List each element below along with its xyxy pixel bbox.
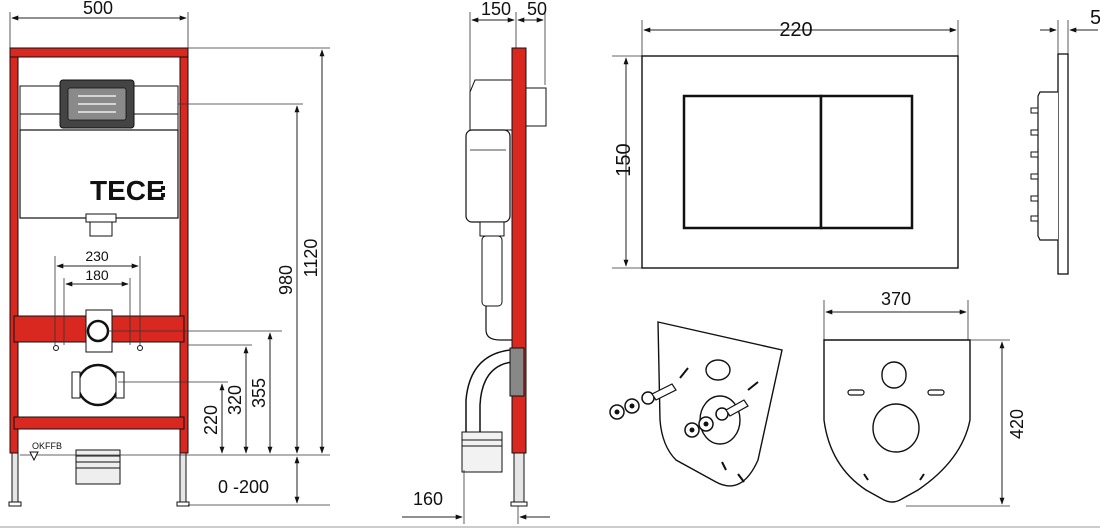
front-view: 500 TECE (8, 0, 330, 507)
drain-connection (53, 309, 143, 407)
dim-plate-220: 220 (779, 19, 812, 41)
dim-bolt-230: 230 (85, 248, 109, 264)
dim-width-500: 500 (83, 0, 113, 18)
frame-lower-bar (13, 416, 185, 430)
dim-adjust-0-200: 0 -200 (218, 477, 269, 497)
plate-button-right (819, 94, 914, 230)
dim-height-1120: 1120 (301, 239, 321, 278)
dim-plate-thickness-5: 5 (1090, 7, 1100, 29)
side-view: 150 50 160 (402, 0, 550, 524)
frame-foot-right (179, 452, 187, 506)
dim-mat-420: 420 (1007, 409, 1027, 439)
dim-220: 220 (201, 405, 221, 435)
flush-plate: 220 150 5 (612, 7, 1100, 275)
plate-button-left (682, 94, 823, 230)
plate-side-profile (1057, 53, 1069, 275)
sound-mat-perspective (609, 321, 783, 487)
dim-mat-370: 370 (881, 289, 911, 309)
brand-logo: TECE (90, 175, 165, 206)
dim-320: 320 (225, 385, 245, 415)
dim-depth-50: 50 (527, 0, 547, 19)
dim-bolt-180: 180 (85, 267, 109, 283)
dim-plate-150: 150 (613, 143, 635, 176)
sound-mat-front: 370 420 (823, 289, 1027, 507)
frame-right-post (179, 47, 189, 454)
frame-left-post (9, 47, 19, 454)
installation-frame (8, 47, 190, 507)
floor-level-label: OKFFB (32, 441, 62, 451)
frame-top-bar (9, 47, 189, 58)
dim-offset-160: 160 (413, 489, 443, 509)
dim-height-980: 980 (276, 265, 296, 295)
cistern: TECE (19, 79, 179, 237)
dim-depth-150: 150 (481, 0, 511, 19)
dim-355: 355 (249, 378, 269, 408)
frame-foot-left (11, 452, 19, 506)
mounting-bolts (609, 383, 749, 438)
